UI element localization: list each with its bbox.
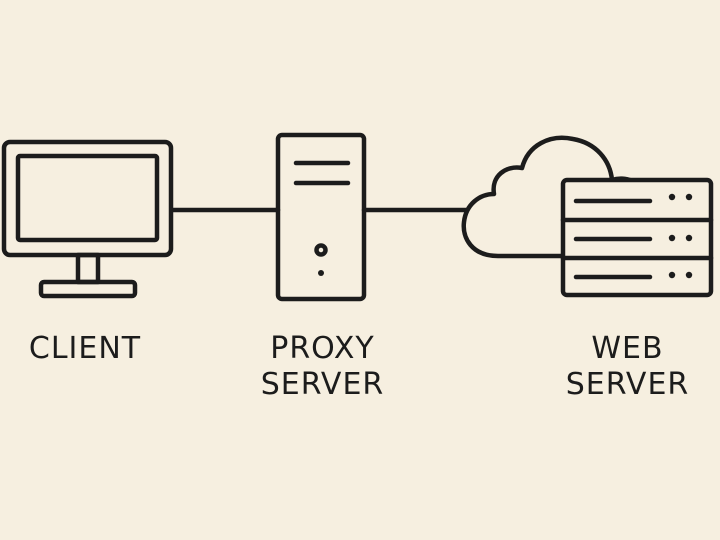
server-tower-icon bbox=[275, 132, 367, 302]
node-label-client: CLIENT bbox=[10, 331, 160, 367]
monitor-icon bbox=[1, 139, 174, 299]
node-label-web-line-2: SERVER bbox=[565, 367, 690, 402]
node-label-web-line-1: WEB bbox=[591, 331, 664, 366]
node-label-client-line-1: CLIENT bbox=[28, 331, 142, 366]
cloud-server-rack-icon bbox=[461, 135, 714, 298]
node-label-proxy-line-2: SERVER bbox=[260, 367, 385, 402]
node-label-proxy: PROXY SERVER bbox=[240, 331, 405, 403]
node-label-web: WEB SERVER bbox=[545, 331, 710, 403]
node-label-proxy-line-1: PROXY bbox=[270, 331, 375, 366]
